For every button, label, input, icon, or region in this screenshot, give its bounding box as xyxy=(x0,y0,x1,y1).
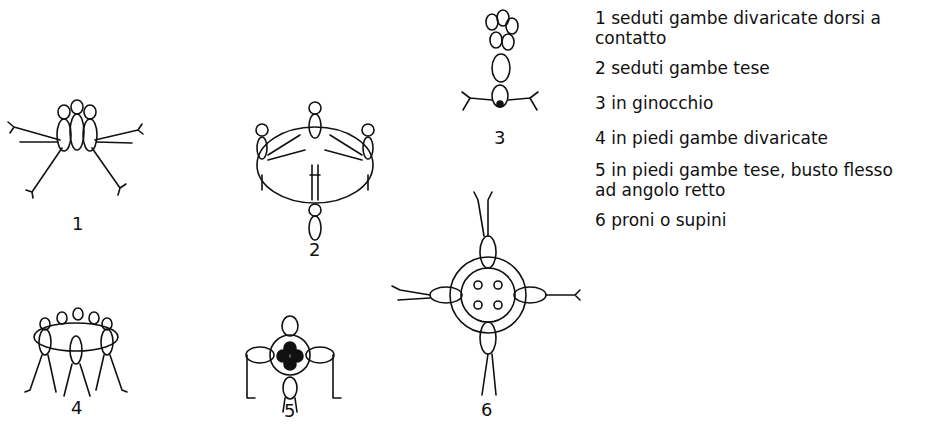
figure-number: 4 xyxy=(71,398,82,418)
caption-note: 4 in piedi gambe divaricate xyxy=(595,128,915,148)
caption-note: 3 in ginocchio xyxy=(595,93,915,113)
caption-note: 1 seduti gambe divaricate dorsi a contat… xyxy=(595,8,915,48)
figure-number: 2 xyxy=(309,240,320,260)
figure-kneeling xyxy=(462,10,538,110)
caption-note: 6 proni o supini xyxy=(595,210,915,230)
figure-standing-ring xyxy=(25,308,127,396)
figure-number: 1 xyxy=(72,214,83,234)
figure-lying-cross xyxy=(392,192,580,395)
figure-seated-back-to-back xyxy=(8,100,143,198)
caption-note: 2 seduti gambe tese xyxy=(595,58,915,78)
figure-number: 3 xyxy=(494,128,505,148)
figure-bent-circle xyxy=(246,316,341,412)
caption-note: 5 in piedi gambe tese, busto flesso ad a… xyxy=(595,160,915,200)
figure-seated-circle xyxy=(256,102,374,240)
figure-number: 6 xyxy=(481,400,492,420)
figure-number: 5 xyxy=(284,401,295,421)
